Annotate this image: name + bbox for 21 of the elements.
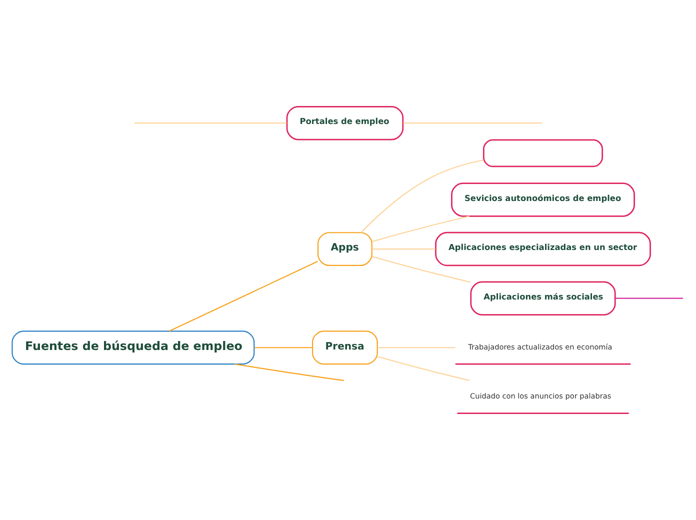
- node-box: Prensa: [312, 330, 378, 365]
- node-text: Cuidado con los anuncios por palabras: [470, 392, 612, 401]
- connector: [234, 364, 344, 382]
- connector: [377, 356, 470, 381]
- node-text: Trabajadores actualizados en economía: [468, 342, 612, 352]
- connector: [372, 248, 436, 250]
- node-box: Apps: [317, 232, 372, 266]
- node-box: [483, 139, 604, 168]
- connector: [615, 298, 684, 299]
- node-box: Aplicaciones más sociales: [470, 281, 616, 316]
- node-box: Fuentes de búsqueda de empleo: [12, 330, 255, 365]
- connector: [360, 159, 484, 233]
- node-box: Aplicaciones especializadas en un sector: [435, 232, 651, 266]
- node-box: Sevicios autonoómicos de empleo: [451, 182, 635, 217]
- node-box: Portales de empleo: [286, 106, 404, 140]
- connector: [403, 122, 542, 124]
- connector: [372, 256, 471, 283]
- connector: [168, 260, 318, 332]
- connector: [134, 122, 287, 124]
- connector: [254, 347, 312, 348]
- connector: [377, 347, 456, 348]
